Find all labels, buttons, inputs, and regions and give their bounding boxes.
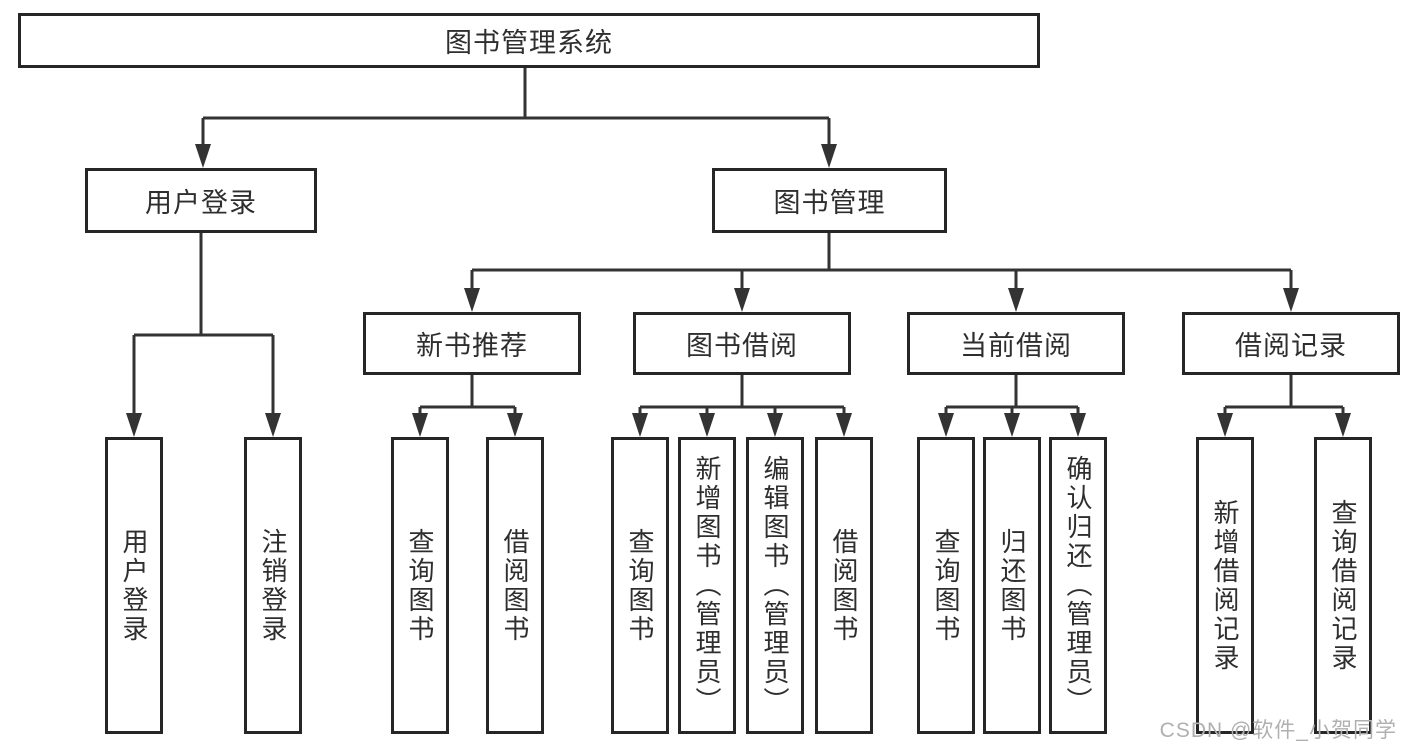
node-label: 借阅记录 <box>1235 331 1347 361</box>
leaf-user-login: 用户登录 <box>105 437 163 734</box>
node-library-management-system: 图书管理系统 <box>18 13 1040 68</box>
leaf-label: 编辑图书（管理员） <box>760 455 790 716</box>
leaf-label: 用户登录 <box>119 527 149 644</box>
node-label: 用户登录 <box>145 188 257 218</box>
node-label: 图书借阅 <box>686 331 798 361</box>
node-label: 新书推荐 <box>416 331 528 361</box>
leaf-confirm-return-admin: 确认归还（管理员） <box>1049 437 1107 734</box>
node-book-management: 图书管理 <box>712 168 947 233</box>
leaf-query-books-borrow: 查询图书 <box>611 437 669 734</box>
leaf-query-books-current: 查询图书 <box>917 437 975 734</box>
leaf-label: 新增借阅记录 <box>1210 498 1240 673</box>
leaf-label: 新增图书（管理员） <box>692 455 722 716</box>
leaf-label: 查询借阅记录 <box>1328 498 1358 673</box>
node-book-borrow: 图书借阅 <box>633 312 851 375</box>
leaf-query-books-recommend: 查询图书 <box>391 437 449 734</box>
connector-current-borrow-to-leaves <box>938 375 1086 437</box>
node-label: 图书管理 <box>773 188 886 218</box>
leaf-label: 借阅图书 <box>829 527 859 644</box>
leaf-return-books: 归还图书 <box>983 437 1041 734</box>
connector-new-book-recommend-to-leaves <box>412 375 523 437</box>
node-current-borrow: 当前借阅 <box>907 312 1125 375</box>
leaf-label: 确认归还（管理员） <box>1063 455 1093 716</box>
leaf-add-books-admin: 新增图书（管理员） <box>678 437 736 734</box>
leaf-edit-books-admin: 编辑图书（管理员） <box>746 437 804 734</box>
connector-book-borrow-to-leaves <box>632 375 852 437</box>
node-borrow-records: 借阅记录 <box>1182 312 1400 375</box>
leaf-label: 查询图书 <box>405 527 435 644</box>
node-label: 当前借阅 <box>960 331 1072 361</box>
leaf-borrow-books: 借阅图书 <box>815 437 873 734</box>
leaf-logout: 注销登录 <box>244 437 302 734</box>
leaf-label: 查询图书 <box>931 527 961 644</box>
leaf-add-borrow-record: 新增借阅记录 <box>1196 437 1254 734</box>
leaf-label: 归还图书 <box>997 527 1027 644</box>
leaf-label: 查询图书 <box>625 527 655 644</box>
connector-root-to-level2 <box>195 68 837 168</box>
leaf-label: 借阅图书 <box>500 527 530 644</box>
leaf-query-borrow-record: 查询借阅记录 <box>1314 437 1372 734</box>
connector-book-management-to-level3 <box>464 233 1299 312</box>
node-new-book-recommend: 新书推荐 <box>363 312 581 375</box>
leaf-label: 注销登录 <box>258 527 288 644</box>
node-user-login: 用户登录 <box>85 168 317 233</box>
node-label: 图书管理系统 <box>445 28 613 58</box>
leaf-borrow-books-recommend: 借阅图书 <box>486 437 544 734</box>
connector-user-login-to-leaves <box>126 233 281 437</box>
connector-borrow-records-to-leaves <box>1217 375 1351 437</box>
csdn-watermark: CSDN @软件_小贺同学 <box>1159 719 1397 742</box>
